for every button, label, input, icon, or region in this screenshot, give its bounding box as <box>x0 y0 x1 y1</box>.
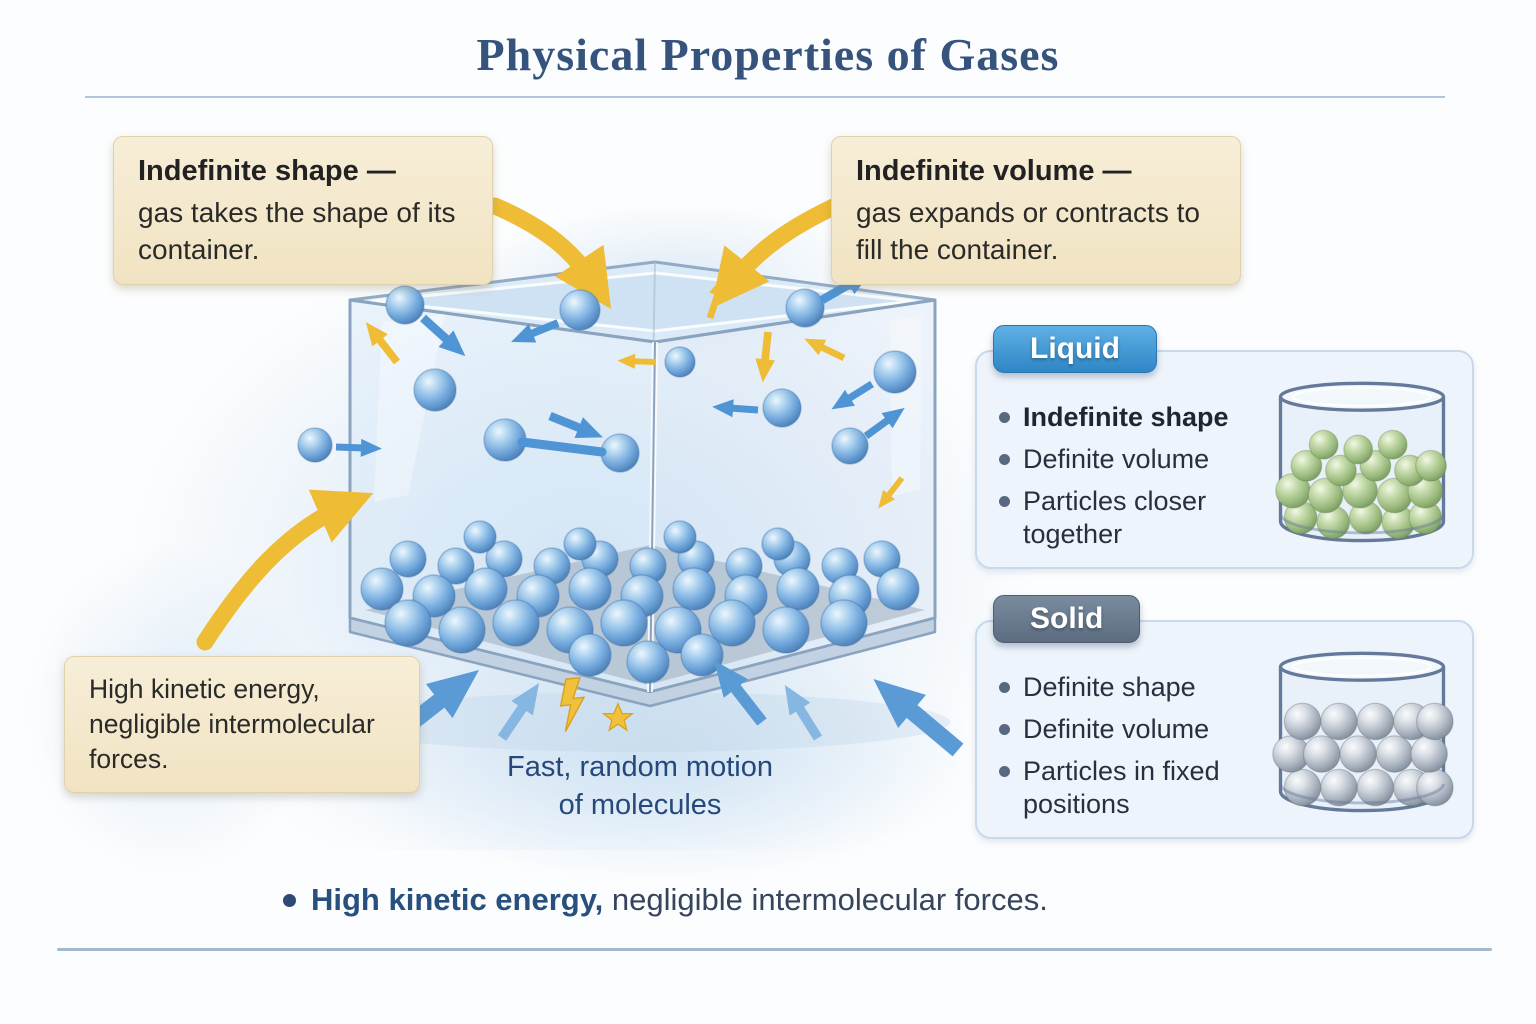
footer-lead: High kinetic energy, <box>311 882 604 917</box>
bullet-dot <box>999 495 1010 507</box>
bullet-text: Definite shape <box>1023 672 1196 702</box>
solid-bullets: Definite shape Definite volume Particles… <box>999 662 1271 830</box>
inflow-arrow-left <box>196 489 374 651</box>
list-item: Definite volume <box>999 443 1271 476</box>
bullet-text: Indefinite shape <box>1023 402 1229 432</box>
caption-line: of molecules <box>558 789 722 822</box>
callout-heading: Indefinite shape — <box>138 155 396 187</box>
callout-body: gas expands or contracts to fill the con… <box>856 197 1200 266</box>
liquid-panel: Liquid Indefinite shape Definite volume … <box>975 325 1474 569</box>
callout-indefinite-shape: Indefinite shape — gas takes the shape o… <box>113 136 493 286</box>
bullet-dot <box>999 412 1010 423</box>
liquid-bullets: Indefinite shape Definite volume Particl… <box>999 392 1271 560</box>
liquid-badge: Liquid <box>993 325 1157 373</box>
caption-line: Fast, random motion <box>507 751 773 783</box>
bullet-dot <box>999 765 1010 777</box>
liquid-beaker <box>1275 381 1447 543</box>
callout-kinetic-energy: High kinetic energy, negligible intermol… <box>64 656 420 793</box>
bullet-dot <box>999 682 1010 693</box>
inflow-arrow-top-left <box>486 197 612 309</box>
bullet-text: Particles closer together <box>1023 485 1207 549</box>
footer-rest: negligible intermolecular forces. <box>603 882 1048 917</box>
list-item: Definite volume <box>999 713 1271 746</box>
inflow-arrow-top-right <box>710 194 851 309</box>
bullet-text: Particles in fixed positions <box>1023 755 1220 819</box>
list-item: Particles in fixed positions <box>999 755 1271 821</box>
bullet-text: Definite volume <box>1023 443 1210 474</box>
bullet-dot <box>999 723 1010 735</box>
page-title: Physical Properties of Gases <box>476 29 1060 80</box>
list-item: Particles closer together <box>999 485 1271 551</box>
solid-badge: Solid <box>993 595 1141 643</box>
list-item: Definite shape <box>999 671 1271 704</box>
bullet-dot <box>283 893 296 907</box>
callout-body: gas takes the shape of its container. <box>138 197 456 266</box>
bullet-dot <box>999 453 1010 465</box>
callout-indefinite-volume: Indefinite volume — gas expands or contr… <box>831 136 1241 286</box>
footer-rule <box>57 948 1492 951</box>
title-rule <box>85 96 1445 98</box>
center-caption: Fast, random motion of molecules <box>420 748 860 825</box>
callout-heading: Indefinite volume — <box>856 155 1132 187</box>
callout-body: High kinetic energy, negligible intermol… <box>89 674 375 774</box>
bullet-text: Definite volume <box>1023 713 1210 744</box>
solid-beaker <box>1272 651 1454 813</box>
solid-panel: Solid Definite shape Definite volume Par… <box>975 595 1474 839</box>
footer-bullet-line: High kinetic energy, negligible intermol… <box>283 882 1048 918</box>
list-item: Indefinite shape <box>999 401 1271 434</box>
